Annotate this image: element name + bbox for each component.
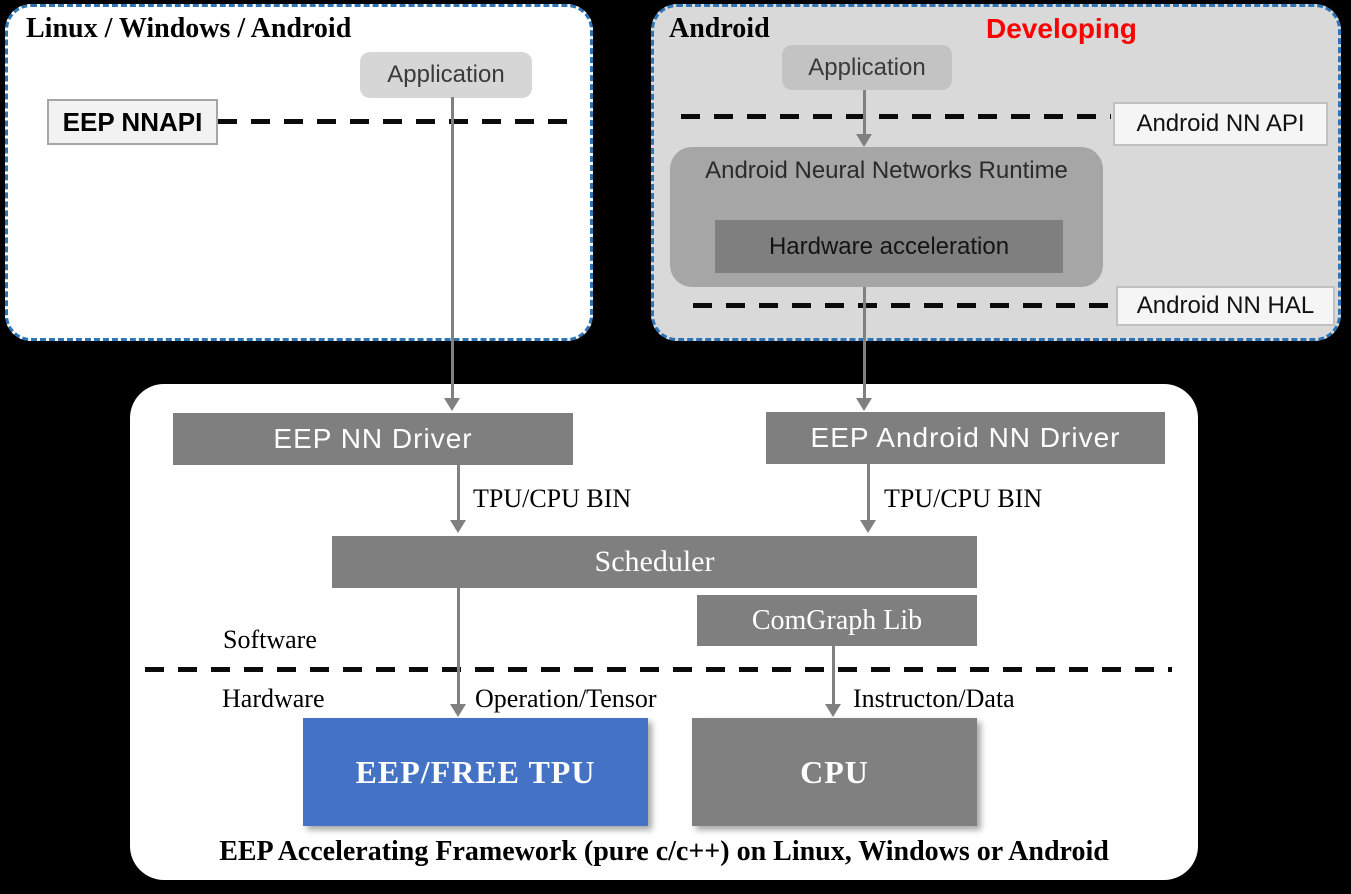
android-nn-hal-box: Android NN HAL bbox=[1116, 286, 1335, 326]
scheduler-box: Scheduler bbox=[332, 536, 977, 588]
framework-caption: EEP Accelerating Framework (pure c/c++) … bbox=[219, 836, 1109, 867]
arrow-application-to-eep-nn-driver bbox=[451, 97, 454, 398]
eep-nnapi-box: EEP NNAPI bbox=[47, 99, 218, 145]
arrowhead-icon bbox=[450, 520, 466, 533]
application-box: Application bbox=[360, 52, 532, 98]
runtime-label: Android Neural Networks Runtime bbox=[705, 157, 1068, 184]
application-box: Application bbox=[782, 45, 952, 90]
arrow-driver-to-scheduler-left bbox=[457, 465, 460, 520]
arrowhead-icon bbox=[856, 134, 872, 147]
panel-title: Android bbox=[669, 13, 770, 44]
eep-nn-driver-box: EEP NN Driver bbox=[173, 413, 573, 465]
hardware-acceleration-box: Hardware acceleration bbox=[715, 220, 1063, 273]
arrowhead-icon bbox=[444, 398, 460, 411]
instruction-data-label: Instructon/Data bbox=[853, 684, 1015, 713]
android-nn-runtime-box: Android Neural Networks Runtime Hardware… bbox=[670, 147, 1103, 287]
arrowhead-icon bbox=[825, 704, 841, 717]
arrow-runtime-to-eep-android-nn-driver bbox=[863, 287, 866, 398]
arrow-scheduler-to-tpu bbox=[457, 588, 460, 704]
software-hardware-dashed-line bbox=[145, 667, 1172, 672]
arrow-driver-to-scheduler-right bbox=[867, 464, 870, 520]
nn-hal-boundary-dashed-line bbox=[693, 303, 1109, 308]
eep-framework-panel: EEP NN Driver EEP Android NN Driver TPU/… bbox=[130, 384, 1198, 880]
eep-free-tpu-box: EEP/FREE TPU bbox=[303, 718, 648, 826]
software-label: Software bbox=[223, 625, 317, 654]
linux-windows-android-panel: Linux / Windows / Android Application EE… bbox=[5, 4, 593, 341]
android-panel: Android Developing Application Android N… bbox=[651, 4, 1341, 341]
tpu-cpu-bin-label-right: TPU/CPU BIN bbox=[884, 484, 1043, 513]
panel-title: Linux / Windows / Android bbox=[26, 13, 352, 44]
hardware-label: Hardware bbox=[222, 684, 325, 713]
nnapi-boundary-dashed-line bbox=[218, 119, 574, 124]
android-nn-api-box: Android NN API bbox=[1113, 102, 1328, 146]
arrow-application-to-runtime bbox=[863, 90, 866, 134]
operation-tensor-label: Operation/Tensor bbox=[475, 684, 657, 713]
comgraph-lib-box: ComGraph Lib bbox=[697, 595, 977, 646]
arrowhead-icon bbox=[860, 520, 876, 533]
cpu-box: CPU bbox=[692, 718, 977, 826]
tpu-cpu-bin-label-left: TPU/CPU BIN bbox=[473, 484, 632, 513]
arrow-comgraph-to-cpu bbox=[832, 646, 835, 704]
eep-android-nn-driver-box: EEP Android NN Driver bbox=[766, 412, 1165, 464]
nn-api-boundary-dashed-line bbox=[681, 114, 1111, 119]
arrowhead-icon bbox=[450, 704, 466, 717]
arrowhead-icon bbox=[856, 398, 872, 411]
developing-badge: Developing bbox=[986, 13, 1137, 44]
